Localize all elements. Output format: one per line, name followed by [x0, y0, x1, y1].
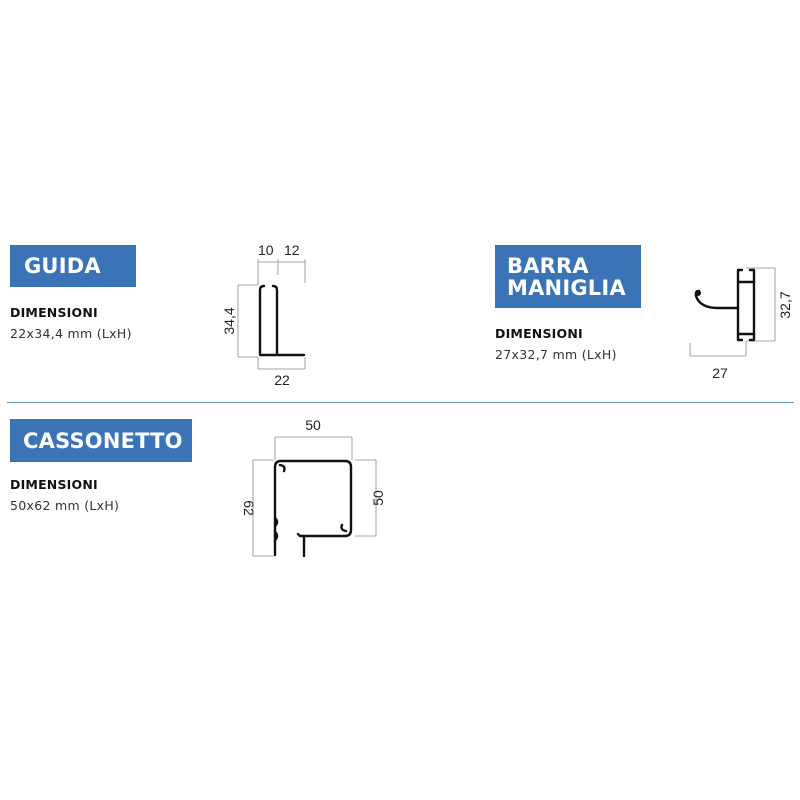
- guida-width-label: 22: [274, 372, 290, 388]
- guida-dimensions-label: DIMENSIONI: [10, 305, 98, 320]
- cassonetto-title: CASSONETTO: [23, 428, 183, 453]
- barra-maniglia-title-badge: BARRA MANIGLIA: [495, 245, 641, 308]
- cassonetto-profile-drawing: 50 62 50: [241, 417, 386, 558]
- cassonetto-width-label: 50: [305, 417, 321, 433]
- barra-maniglia-height-label: 32,7: [777, 291, 793, 318]
- cassonetto-height-label: 62: [241, 500, 257, 516]
- barra-maniglia-dimensions-value: 27x32,7 mm (LxH): [495, 347, 617, 362]
- cassonetto-dimensions-value: 50x62 mm (LxH): [10, 498, 120, 513]
- guida-title: GUIDA: [24, 254, 101, 278]
- guida-dimensions-value: 22x34,4 mm (LxH): [10, 326, 132, 341]
- barra-maniglia-title-line-2: MANIGLIA: [507, 275, 626, 300]
- barra-maniglia-title-line-1: BARRA: [507, 253, 589, 278]
- barra-maniglia-profile-drawing: 32,7 27: [689, 267, 793, 381]
- guida-title-badge: GUIDA: [10, 245, 136, 287]
- cassonetto-title-badge: CASSONETTO: [10, 419, 192, 462]
- section-divider: [7, 402, 794, 403]
- guida-height-label: 34,4: [221, 307, 237, 334]
- barra-maniglia-dimensions-label: DIMENSIONI: [495, 326, 583, 341]
- barra-maniglia-width-label: 27: [712, 365, 728, 381]
- guida-top-label-1: 10: [258, 242, 274, 258]
- guida-profile-drawing: 10 12 34,4 22: [221, 242, 306, 388]
- cassonetto-inner-height-label: 50: [370, 490, 386, 506]
- cassonetto-dimensions-label: DIMENSIONI: [10, 477, 98, 492]
- guida-top-label-2: 12: [284, 242, 300, 258]
